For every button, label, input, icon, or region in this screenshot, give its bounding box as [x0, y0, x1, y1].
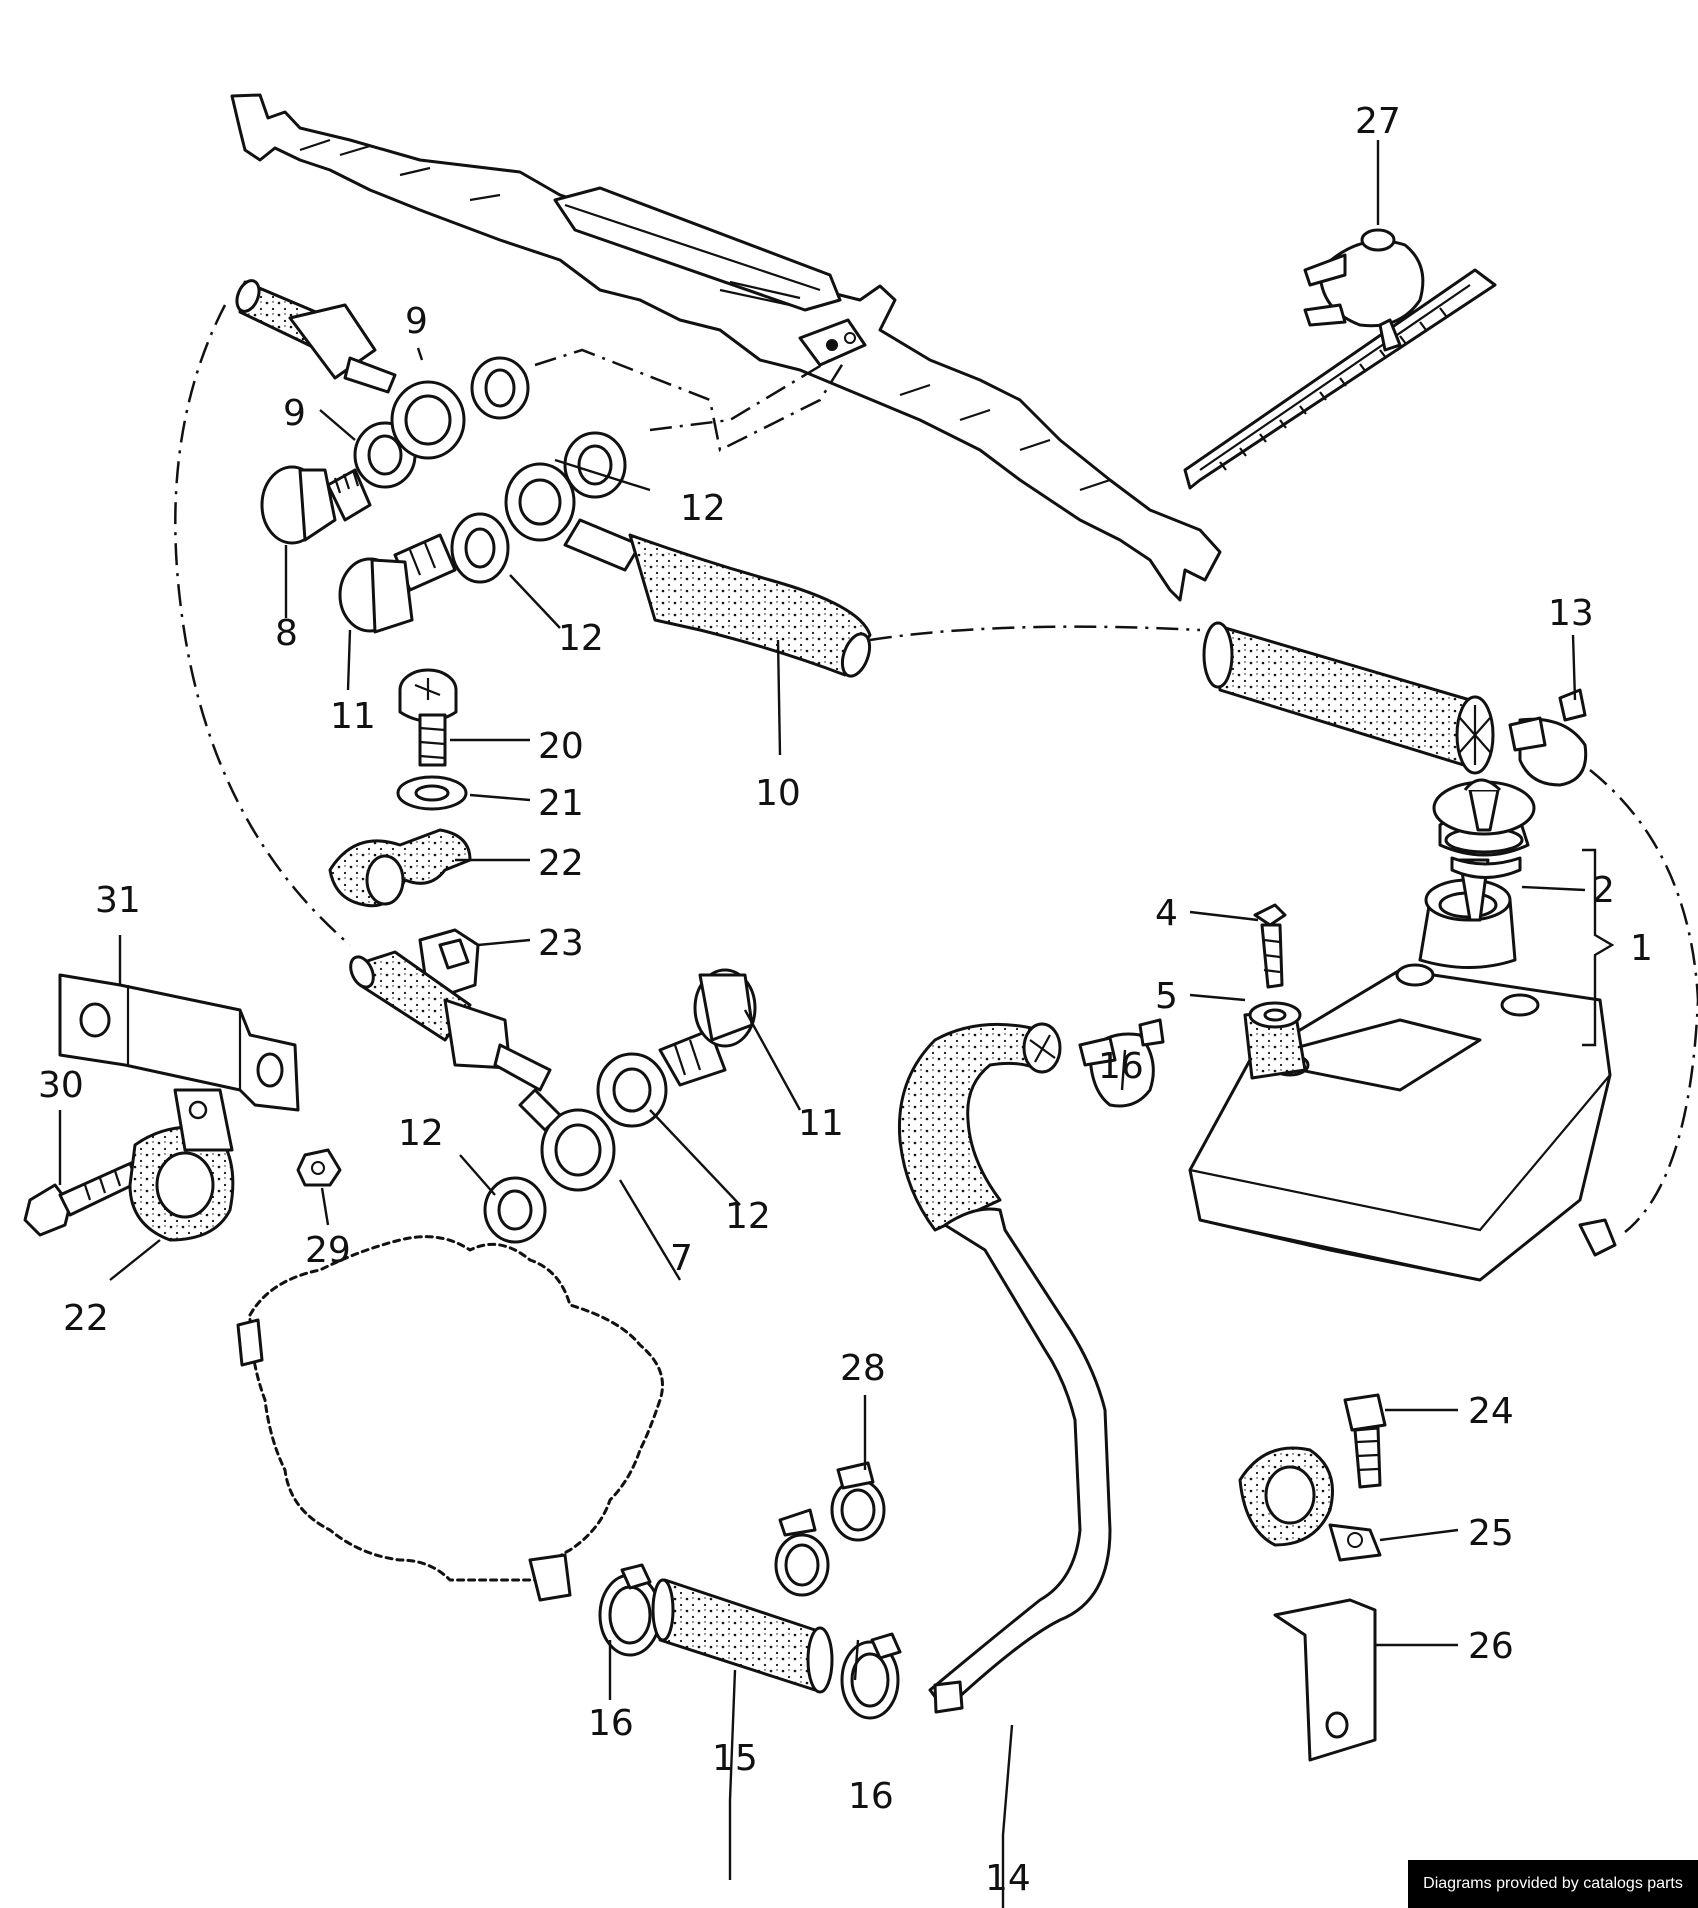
label-20: 20 [538, 726, 584, 767]
steering-rack [230, 93, 1222, 602]
label-9-top: 9 [405, 301, 428, 342]
label-11-upper: 11 [330, 696, 376, 737]
label-12-mid: 12 [558, 618, 604, 659]
label-9: 9 [283, 393, 306, 434]
label-22-lower: 22 [63, 1298, 109, 1339]
label-1: 1 [1630, 928, 1653, 969]
label-16-reservoir: 16 [1098, 1046, 1144, 1087]
label-29: 29 [305, 1230, 351, 1271]
steering-pump-outline [236, 1235, 664, 1602]
label-4: 4 [1155, 893, 1178, 934]
label-27: 27 [1355, 101, 1401, 142]
part-number-labels: 27 13 2 1 4 5 16 24 25 26 14 16 15 16 28… [38, 101, 1653, 1899]
credit-badge: Diagrams provided by catalogs parts [1408, 1860, 1698, 1908]
label-11-lower: 11 [798, 1103, 844, 1144]
fluid-reservoir [1188, 778, 1617, 1282]
credit-text: Diagrams provided by catalogs parts [1423, 1875, 1683, 1892]
label-12-top: 12 [680, 488, 726, 529]
label-24: 24 [1468, 1391, 1514, 1432]
banjo-fittings [260, 356, 627, 634]
leader-lines [58, 140, 1615, 1908]
label-15: 15 [712, 1738, 758, 1779]
pressure-hose-lower [349, 950, 757, 1244]
reservoir-bracket-set [1238, 1393, 1387, 1762]
return-hose-upper [563, 518, 872, 678]
label-7: 7 [670, 1238, 693, 1279]
label-13: 13 [1548, 593, 1594, 634]
label-21: 21 [538, 783, 584, 824]
label-8: 8 [275, 613, 298, 654]
suction-hose-lower [598, 1461, 902, 1720]
cable-tie-clip [1183, 228, 1497, 490]
label-12-lower-right: 12 [725, 1196, 771, 1237]
suction-pipe [897, 1018, 1165, 1714]
label-12-lower-left: 12 [398, 1113, 444, 1154]
label-16-lower-right: 16 [848, 1776, 894, 1817]
bracket-assembly [23, 973, 342, 1242]
label-14: 14 [985, 1858, 1031, 1899]
label-2: 2 [1592, 870, 1615, 911]
label-23: 23 [538, 923, 584, 964]
label-30: 30 [38, 1065, 84, 1106]
label-16-lower-left: 16 [588, 1703, 634, 1744]
hose-routing-lines [174, 304, 1698, 1233]
return-hose-right [1202, 621, 1588, 787]
label-5: 5 [1155, 976, 1178, 1017]
label-26: 26 [1468, 1626, 1514, 1667]
label-22-upper: 22 [538, 843, 584, 884]
label-28: 28 [840, 1348, 886, 1389]
label-10: 10 [755, 773, 801, 814]
label-31: 31 [95, 880, 141, 921]
label-25: 25 [1468, 1513, 1514, 1554]
pressure-hose-upper [235, 279, 397, 394]
